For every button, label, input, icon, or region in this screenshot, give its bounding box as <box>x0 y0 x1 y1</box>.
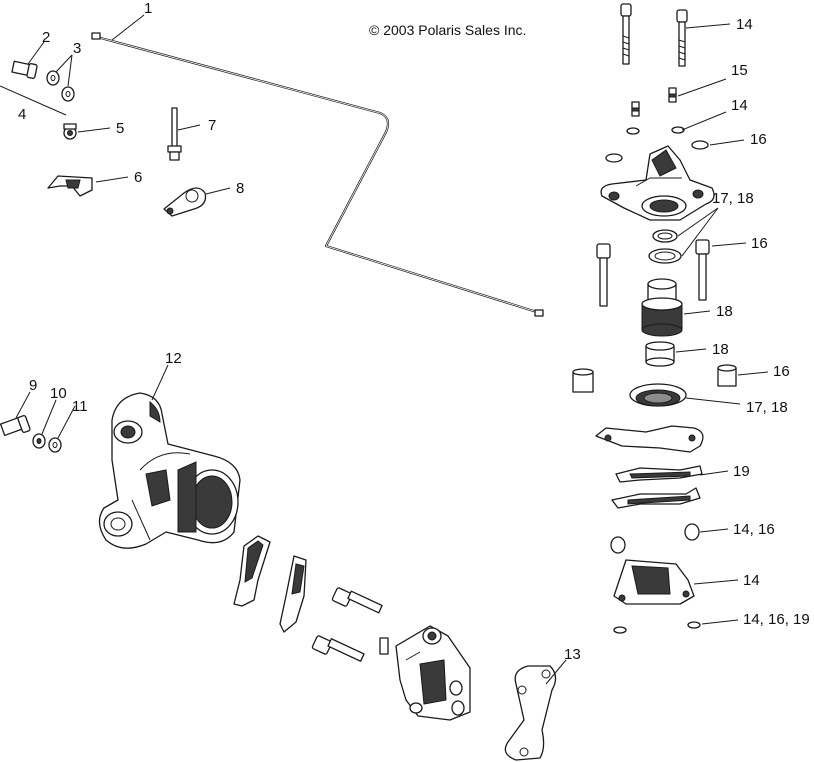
bushing-left <box>572 368 594 393</box>
callout-16-first: 16 <box>750 131 767 148</box>
bleeder-valve-right <box>668 87 677 103</box>
callout-14-second: 14 <box>731 97 748 114</box>
lower-housing <box>613 559 695 605</box>
torque-bracket <box>504 665 557 761</box>
brake-line <box>91 32 544 317</box>
callout-16-second: 16 <box>751 235 768 252</box>
callout-13: 13 <box>564 646 581 663</box>
small-seals-lower <box>610 523 700 554</box>
long-bolt-right <box>676 9 688 67</box>
long-bolt-left <box>620 3 632 65</box>
piston-seals <box>648 229 682 264</box>
callout-6: 6 <box>134 169 142 186</box>
guide-bolt-right <box>695 239 710 301</box>
callout-18-second: 18 <box>712 341 729 358</box>
master-cylinder-housing <box>600 145 715 221</box>
caliper-bolt <box>0 415 31 437</box>
callout-12: 12 <box>165 350 182 367</box>
callout-3: 3 <box>73 40 81 57</box>
bleeder-valve-left <box>631 101 640 117</box>
bushing-right <box>717 364 737 387</box>
boot-seal <box>629 383 687 407</box>
banjo-bolt <box>11 60 38 79</box>
caliper-pin-lower <box>311 635 365 662</box>
brake-pads-stack <box>611 465 703 509</box>
callout-labels: 1 2 3 4 5 6 7 8 9 10 11 12 13 14 15 14 1… <box>18 0 810 663</box>
leader-lines <box>15 14 769 685</box>
piston-cup <box>645 341 675 367</box>
callout-8: 8 <box>236 180 244 197</box>
caliper-pin-upper <box>331 587 383 614</box>
callout-14-third: 14 <box>743 572 760 589</box>
brake-pad-inner <box>279 555 307 633</box>
small-seals-bottom <box>613 621 701 634</box>
callout-19: 19 <box>733 463 750 480</box>
callout-2: 2 <box>42 29 50 46</box>
caliper-bracket <box>98 392 241 549</box>
callout-14-16: 14, 16 <box>733 521 775 538</box>
p-clamp <box>163 187 207 217</box>
callout-18-first: 18 <box>716 303 733 320</box>
brake-pad-outer <box>233 535 271 607</box>
callout-5: 5 <box>116 120 124 137</box>
callout-14-16-19: 14, 16, 19 <box>743 611 810 628</box>
copyright-text: © 2003 Polaris Sales Inc. <box>369 22 526 38</box>
guide-bolt-left <box>596 243 611 307</box>
caliper-body <box>379 625 471 721</box>
callout-16-third: 16 <box>773 363 790 380</box>
screw <box>63 123 77 140</box>
piston-assembly <box>641 278 683 337</box>
callout-4: 4 <box>18 106 26 123</box>
callout-14-top: 14 <box>736 16 753 33</box>
callout-10: 10 <box>50 385 67 402</box>
callout-17-18-second: 17, 18 <box>746 399 788 416</box>
mounting-bolt <box>167 107 182 161</box>
callout-15: 15 <box>731 62 748 79</box>
crush-washers <box>46 70 75 102</box>
line-clip <box>47 175 93 197</box>
callout-7: 7 <box>208 117 216 134</box>
small-seals-upper <box>605 126 709 163</box>
mounting-plate <box>595 425 704 453</box>
callout-1: 1 <box>144 0 152 17</box>
callout-9: 9 <box>29 377 37 394</box>
callout-11: 11 <box>72 398 88 415</box>
callout-17-18-first: 17, 18 <box>712 190 754 207</box>
caliper-washers <box>32 433 62 453</box>
leader-4 <box>0 85 67 116</box>
